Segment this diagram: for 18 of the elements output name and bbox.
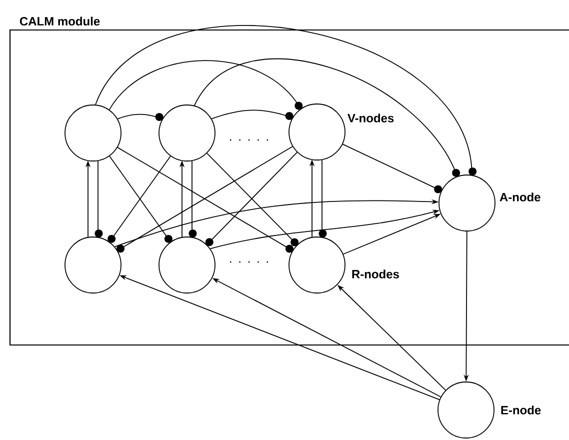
- connector: [342, 144, 442, 194]
- connector: [211, 110, 294, 120]
- neuron-circle: [158, 236, 216, 294]
- connector: [188, 160, 197, 238]
- connector: [194, 58, 460, 177]
- connector: [117, 113, 164, 121]
- connector: [94, 160, 103, 238]
- node-label: R-nodes: [352, 270, 399, 278]
- neuron-circle: [158, 104, 216, 162]
- node-label: A-node: [500, 192, 540, 202]
- module-title: CALM module: [20, 16, 100, 26]
- connector: [95, 25, 477, 176]
- node-label: V-nodes: [348, 114, 394, 122]
- connector: [318, 159, 327, 238]
- neuron-circle: [64, 236, 122, 294]
- neuron-circle: [64, 104, 122, 162]
- node-label: E-node: [501, 406, 541, 414]
- connector: [108, 60, 303, 110]
